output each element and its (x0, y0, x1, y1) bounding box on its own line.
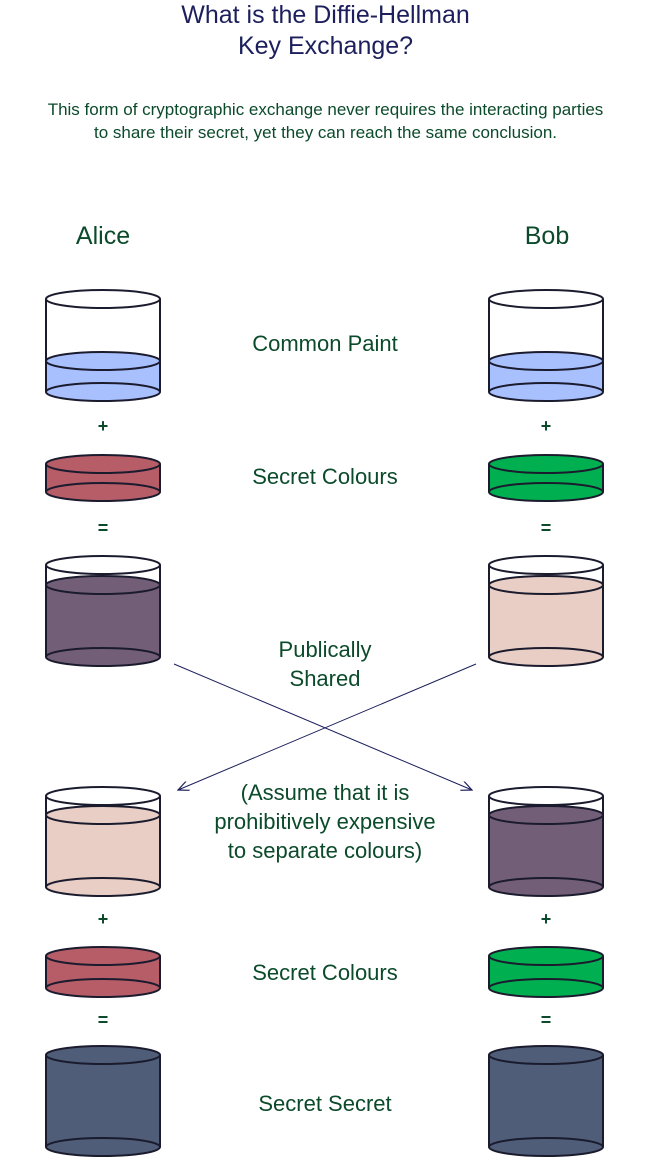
alice-final-secret-cup (45, 1045, 161, 1157)
bob-heading: Bob (524, 222, 570, 250)
bob-equals-1: = (540, 518, 552, 538)
alice-common-paint-cup (45, 289, 161, 402)
bob-final-secret-cup (488, 1045, 604, 1157)
bob-mixture-cup (488, 555, 604, 667)
publically-shared-line-2: Shared (289, 666, 361, 691)
bob-plus-1: + (540, 416, 552, 436)
bob-common-paint-cup (488, 289, 604, 402)
subtitle-line-1: This form of cryptographic exchange neve… (47, 100, 604, 119)
alice-heading: Alice (75, 222, 131, 250)
assumption-line-1: (Assume that it is (240, 780, 410, 805)
bob-equals-2: = (540, 1010, 552, 1030)
title-line-1: What is the Diffie-Hellman (181, 1, 470, 29)
alice-equals-1: = (97, 518, 109, 538)
title-line-2: Key Exchange? (237, 32, 414, 60)
alice-mixture-cup (45, 555, 161, 667)
alice-secret-colour-disc-2 (45, 946, 161, 998)
secret-colours-label-1: Secret Colours (252, 464, 398, 489)
bob-secret-colour-disc (488, 454, 604, 502)
bob-plus-2: + (540, 909, 552, 929)
alice-plus-2: + (97, 909, 109, 929)
alice-secret-colour-disc (45, 454, 161, 502)
assumption-line-2: prohibitively expensive (214, 809, 436, 834)
assumption-line-3: to separate colours) (227, 838, 423, 863)
diagram-subtitle: This form of cryptographic exchange neve… (0, 98, 651, 144)
secret-secret-label: Secret Secret (258, 1091, 392, 1116)
assumption-note: (Assume that it is prohibitively expensi… (180, 778, 470, 865)
bob-received-cup (488, 786, 604, 897)
alice-received-cup (45, 786, 161, 897)
secret-colours-label-2: Secret Colours (252, 960, 398, 985)
subtitle-line-2: to share their secret, yet they can reac… (93, 123, 558, 142)
bob-to-alice-arrow (178, 663, 477, 790)
diagram-title: What is the Diffie-Hellman Key Exchange? (0, 0, 651, 62)
alice-plus-1: + (97, 416, 109, 436)
alice-equals-2: = (97, 1010, 109, 1030)
alice-to-bob-arrow (173, 663, 472, 790)
publically-shared-line-1: Publically (278, 637, 372, 662)
common-paint-label: Common Paint (252, 331, 398, 356)
publically-shared-label: Publically Shared (180, 635, 470, 693)
bob-secret-colour-disc-2 (488, 946, 604, 998)
